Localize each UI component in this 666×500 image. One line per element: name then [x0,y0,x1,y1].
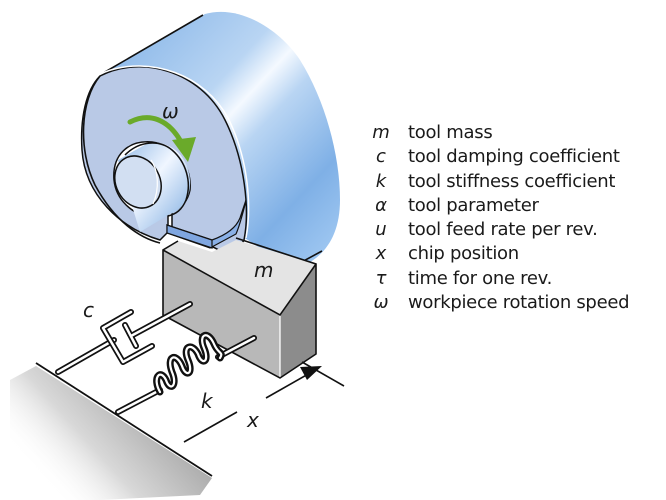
ground-hatch [10,366,212,500]
workpiece-face-outer-arc [82,75,161,244]
damper [55,301,193,375]
spring-label: k [201,389,214,413]
legend-item: m tool mass [366,121,629,145]
ground [10,362,213,500]
legend-symbol: k [375,170,387,192]
position-dimension [183,361,345,443]
mass-label: m [254,258,273,282]
legend-symbol: m [372,122,390,143]
legend-symbol: α [375,194,387,216]
spring [115,331,257,415]
legend-description: tool damping coefficient [408,146,620,168]
legend-symbol: c [376,146,386,168]
dimension-arrowhead [300,366,322,380]
omega-label: ω [162,99,179,123]
tool-outline [162,237,317,379]
ground-line [35,362,213,477]
workpiece-hub [114,142,191,232]
workpiece-top-edge [104,14,204,73]
legend-description: time for one rev. [408,267,553,289]
legend-item: c tool damping coefficient [366,145,629,169]
rotation-arrow [127,115,196,162]
legend-item: u tool feed rate per rev. [366,218,629,242]
workpiece [80,11,340,296]
dimension-line-lower [183,411,238,443]
tool-front-face [163,250,280,378]
legend-description: chip position [408,243,519,265]
workpiece-face-highlight [104,65,250,239]
legend-description: tool stiffness coefficient [408,170,616,192]
tool-side-face [280,264,316,378]
legend-item: k tool stiffness coefficient [366,170,629,194]
legend-description: tool mass [408,122,493,143]
legend-symbol: x [375,243,387,265]
damper-cylinder [100,309,155,365]
legend-item: α tool parameter [366,194,629,218]
legend-item: x chip position [366,242,629,266]
dimension-extension-tool [301,361,345,387]
legend-symbol: ω [373,292,389,314]
damper-label: c [83,298,94,322]
rotation-arrow-shaft [127,115,183,143]
legend-symbol: u [375,219,387,241]
legend-description: tool parameter [408,194,539,216]
tool-mass-block [162,237,317,379]
dimension-line-upper [265,372,311,399]
legend-item: ω workpiece rotation speed [366,291,629,315]
legend-description: workpiece rotation speed [408,292,630,314]
legend-description: tool feed rate per rev. [408,219,598,241]
legend-item: τ time for one rev. [366,267,629,291]
rotation-arrow-head [172,137,196,162]
position-label: x [246,408,259,432]
legend-symbol: τ [375,267,387,289]
